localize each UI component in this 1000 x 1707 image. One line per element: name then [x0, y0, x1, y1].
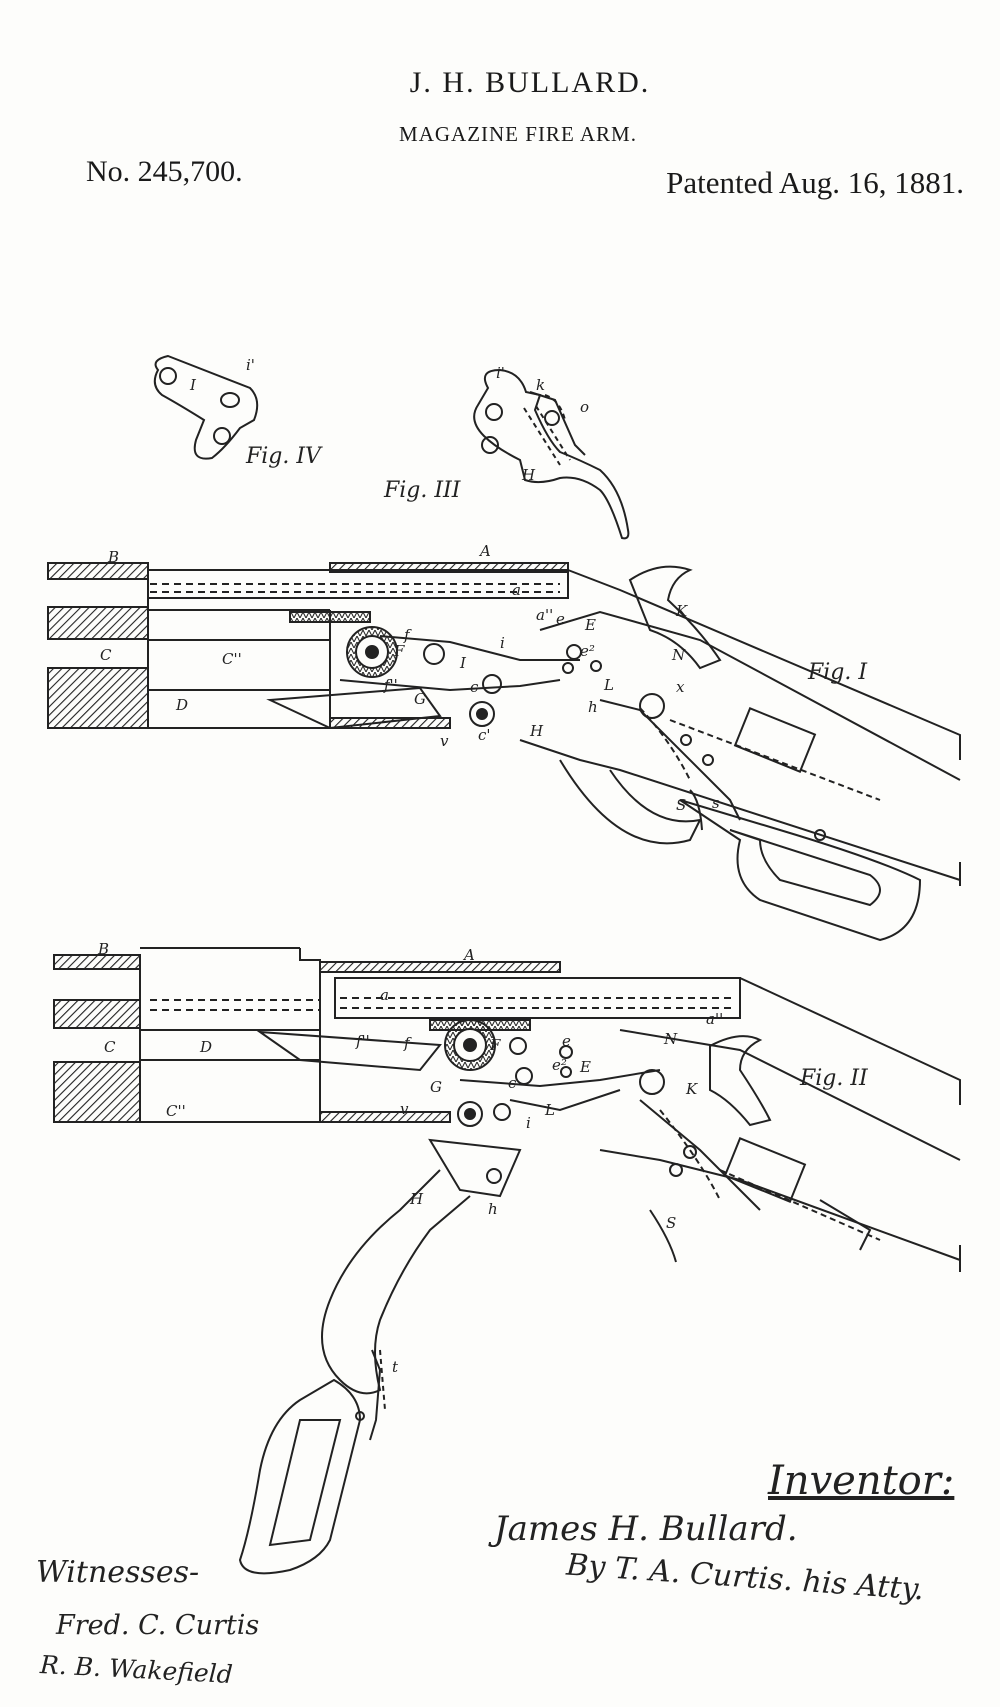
- ref-letter: K: [685, 1080, 698, 1098]
- ref-letter: o: [580, 398, 589, 416]
- ref-letter: E: [584, 616, 596, 634]
- ref-letter: H: [409, 1190, 424, 1208]
- ref-letter: a'': [706, 1010, 723, 1028]
- fig-1-drawing: [47, 562, 961, 942]
- ref-letter: L: [544, 1101, 555, 1119]
- fig-3-label: Fig. III: [384, 478, 461, 503]
- ref-letter: a'': [536, 606, 553, 624]
- ref-letter: v: [440, 732, 449, 750]
- witness-signature-1: Fred. C. Curtis: [56, 1610, 260, 1641]
- ref-letter: e: [556, 610, 565, 628]
- ref-letter: C: [104, 1038, 116, 1056]
- inventor-signature: James H. Bullard.: [494, 1509, 798, 1549]
- ref-letter: S: [676, 796, 686, 814]
- ref-letter: H: [521, 466, 536, 484]
- ref-letter: C'': [222, 650, 242, 668]
- ref-letter: D: [175, 696, 188, 714]
- ref-letter: t: [392, 1358, 399, 1376]
- ref-letter: D: [199, 1038, 212, 1056]
- fig-2-label: Fig. II: [800, 1066, 868, 1091]
- invention-title: MAGAZINE FIRE ARM.: [399, 122, 637, 146]
- ref-letter: I: [459, 654, 467, 672]
- ref-letter: f: [403, 1034, 412, 1052]
- ref-letter: s: [712, 794, 720, 812]
- inventor-label: Inventor:: [768, 1458, 955, 1504]
- ref-letter: F: [489, 1036, 501, 1054]
- ref-letter: E: [579, 1058, 591, 1076]
- ref-letter: N: [663, 1030, 678, 1048]
- ref-letter: C: [100, 646, 112, 664]
- ref-letter: a: [512, 581, 521, 599]
- ref-letter: c: [470, 678, 479, 696]
- ref-letter: L: [603, 676, 614, 694]
- ref-letter: i': [246, 356, 255, 374]
- ref-letter: f'': [383, 676, 398, 694]
- ref-letter: i': [496, 364, 505, 382]
- fig-4-label: Fig. IV: [246, 444, 321, 469]
- ref-letter: K: [675, 602, 688, 620]
- ref-letter: H: [529, 722, 544, 740]
- ref-letter: B: [107, 548, 119, 566]
- ref-letter: f'': [355, 1032, 370, 1050]
- ref-letter: I: [189, 376, 197, 394]
- ref-letter: A: [462, 946, 475, 964]
- ref-letter: f: [403, 626, 412, 644]
- ref-letter: F: [393, 642, 405, 660]
- ref-letter: c': [478, 726, 491, 744]
- witnesses-label: Witnesses-: [36, 1555, 200, 1590]
- ref-letter: e²: [552, 1056, 567, 1074]
- ref-letter: e²: [580, 642, 595, 660]
- fig-2-drawing: [53, 947, 961, 1575]
- ref-letter: a: [380, 986, 389, 1004]
- ref-letter: k: [536, 376, 545, 394]
- patent-number: No. 245,700.: [86, 155, 243, 188]
- patented-date: Patented Aug. 16, 1881.: [666, 165, 964, 200]
- ref-letter: i: [500, 634, 505, 652]
- ref-letter: A: [478, 542, 491, 560]
- ref-letter: B: [97, 940, 109, 958]
- ref-letter: h: [488, 1200, 498, 1218]
- fig-4-drawing: [153, 354, 259, 460]
- ref-letter: G: [430, 1078, 442, 1096]
- ref-letter: x: [676, 678, 685, 696]
- ref-letter: N: [671, 646, 686, 664]
- ref-letter: e: [562, 1032, 571, 1050]
- ref-letter: S: [666, 1214, 676, 1232]
- fig-1-label: Fig. I: [808, 660, 868, 685]
- inventor-surname-heading: J. H. BULLARD.: [409, 66, 651, 99]
- ref-letter: v: [400, 1100, 409, 1118]
- ref-letter: G: [414, 690, 426, 708]
- ref-letter: c: [508, 1074, 517, 1092]
- ref-letter: i: [526, 1114, 531, 1132]
- ref-letter: h: [588, 698, 598, 716]
- ref-letter: C'': [166, 1102, 186, 1120]
- fig-3-drawing: [473, 368, 630, 540]
